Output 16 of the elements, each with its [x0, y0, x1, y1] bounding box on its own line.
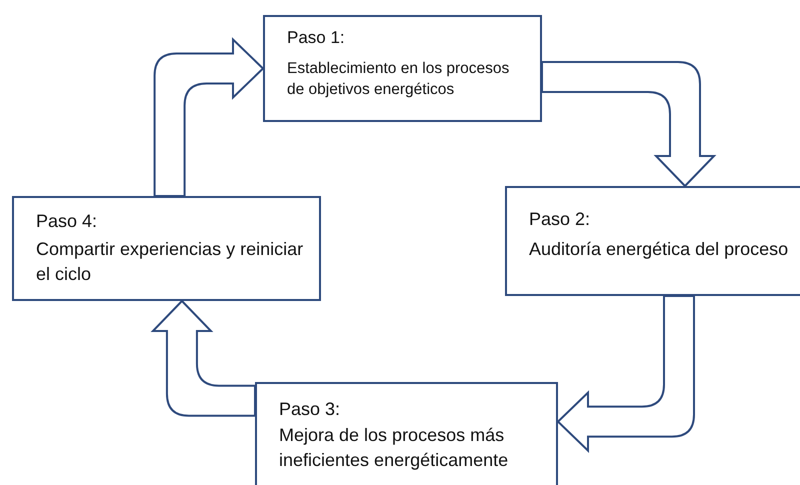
step-description: Establecimiento en los procesos de objetivos energéticos: [287, 59, 510, 100]
block-arrow: [557, 295, 695, 452]
step-description: Compartir experiencias y reiniciar el ciclo: [36, 238, 304, 286]
step-title: Paso 3:: [279, 398, 342, 421]
step-title: Paso 4:: [36, 210, 98, 233]
step-title: Paso 1:: [287, 27, 346, 49]
step-description: Auditoría energética del proceso: [529, 238, 790, 262]
step-box: [12, 196, 321, 301]
step-title: Paso 2:: [529, 208, 592, 231]
block-arrow: [154, 38, 264, 197]
block-arrow: [541, 61, 715, 187]
step-box: [255, 382, 558, 485]
step-description: Mejora de los procesos más ineficientes energéticamente: [279, 424, 510, 472]
step-box: [505, 186, 800, 296]
step-box: [263, 15, 542, 122]
block-arrow: [152, 300, 256, 417]
